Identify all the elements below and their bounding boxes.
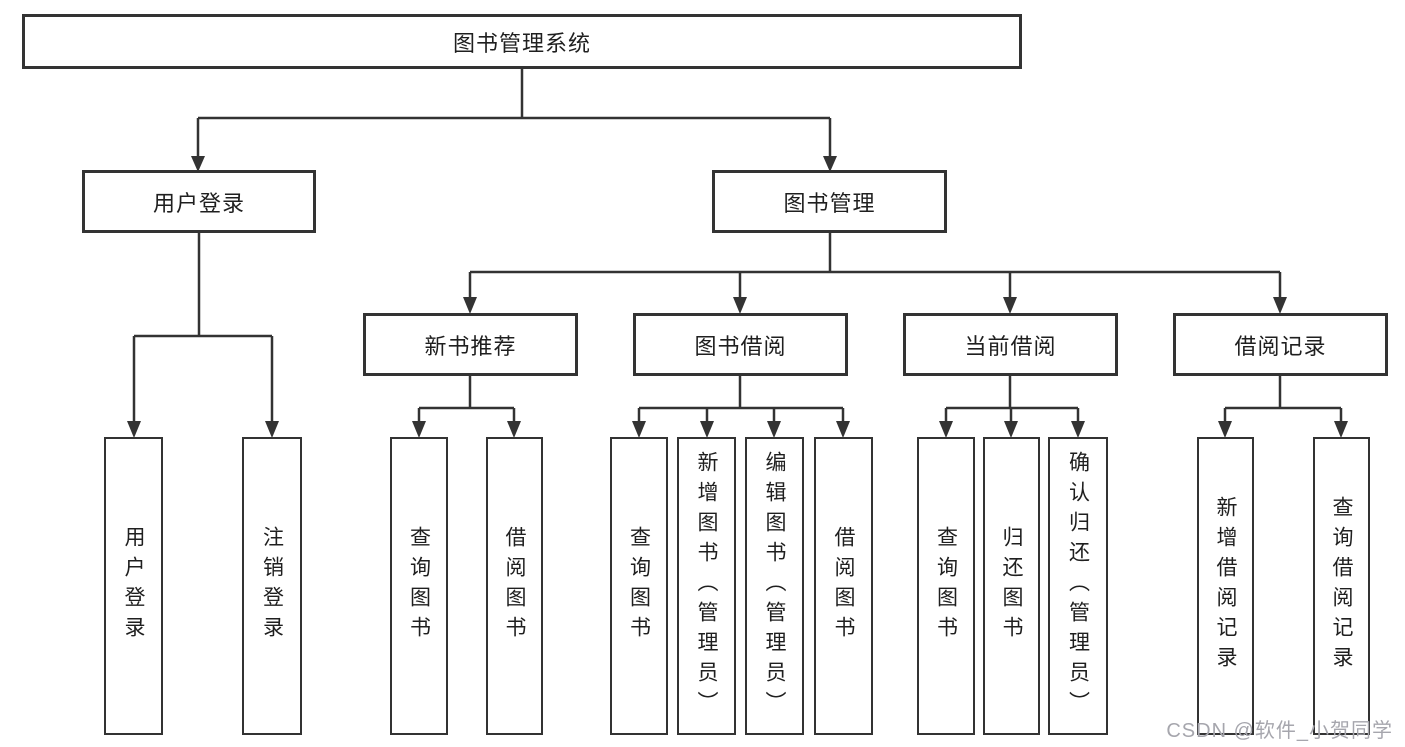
leaf-records-add-borrow-record-label: 新增借阅记录 [1214, 496, 1238, 676]
leaf-borrow-borrow-books: 借阅图书 [814, 437, 873, 735]
leaf-newbook-borrow-books: 借阅图书 [486, 437, 543, 735]
node-user-login-label: 用户登录 [152, 190, 245, 216]
leaf-records-add-borrow-record: 新增借阅记录 [1197, 437, 1254, 735]
leaf-borrow-edit-books-admin: 编辑图书（管理员） [745, 437, 804, 735]
node-book-borrow-label: 图书借阅 [694, 333, 787, 359]
connector-book-management-to-level3 [463, 233, 1287, 314]
leaf-newbook-query-books: 查询图书 [390, 437, 448, 735]
leaf-newbook-query-books-label: 查询图书 [407, 526, 431, 646]
node-current-borrow: 当前借阅 [903, 313, 1118, 376]
leaf-borrow-borrow-books-label: 借阅图书 [832, 526, 856, 646]
leaf-current-confirm-return-admin-label: 确认归还（管理员） [1066, 451, 1090, 721]
leaf-current-query-books: 查询图书 [917, 437, 975, 735]
node-root-label: 图书管理系统 [452, 30, 591, 56]
node-current-borrow-label: 当前借阅 [964, 333, 1057, 359]
leaf-current-return-books: 归还图书 [983, 437, 1040, 735]
leaf-user-login-label: 用户登录 [122, 526, 146, 646]
csdn-watermark: CSDN @软件_小贺同学 [1166, 720, 1393, 742]
node-borrow-record-label: 借阅记录 [1234, 333, 1327, 359]
leaf-user-login: 用户登录 [104, 437, 163, 735]
node-user-login: 用户登录 [82, 170, 316, 233]
leaf-current-confirm-return-admin: 确认归还（管理员） [1048, 437, 1108, 735]
leaf-newbook-borrow-books-label: 借阅图书 [503, 526, 527, 646]
connector-new-book-recommend-to-leaves [412, 376, 521, 438]
node-book-borrow: 图书借阅 [633, 313, 848, 376]
leaf-records-query-borrow-record: 查询借阅记录 [1313, 437, 1370, 735]
connector-root-to-level2 [191, 69, 837, 172]
leaf-current-query-books-label: 查询图书 [934, 526, 958, 646]
node-borrow-record: 借阅记录 [1173, 313, 1388, 376]
node-root: 图书管理系统 [22, 14, 1022, 69]
leaf-borrow-edit-books-admin-label: 编辑图书（管理员） [763, 451, 787, 721]
leaf-logout-label: 注销登录 [260, 526, 284, 646]
node-book-management: 图书管理 [712, 170, 947, 233]
connector-current-borrow-to-leaves [939, 376, 1085, 438]
leaf-borrow-add-books-admin: 新增图书（管理员） [677, 437, 736, 735]
connector-user-login-to-leaves [127, 233, 279, 438]
leaf-current-return-books-label: 归还图书 [1000, 526, 1024, 646]
node-new-book-recommend: 新书推荐 [363, 313, 578, 376]
leaf-borrow-query-books-label: 查询图书 [627, 526, 651, 646]
connector-borrow-record-to-leaves [1218, 376, 1348, 438]
leaf-borrow-query-books: 查询图书 [610, 437, 668, 735]
leaf-logout: 注销登录 [242, 437, 302, 735]
leaf-borrow-add-books-admin-label: 新增图书（管理员） [695, 451, 719, 721]
node-book-management-label: 图书管理 [783, 190, 876, 216]
connector-book-borrow-to-leaves [632, 376, 850, 438]
leaf-records-query-borrow-record-label: 查询借阅记录 [1330, 496, 1354, 676]
node-new-book-recommend-label: 新书推荐 [424, 333, 517, 359]
